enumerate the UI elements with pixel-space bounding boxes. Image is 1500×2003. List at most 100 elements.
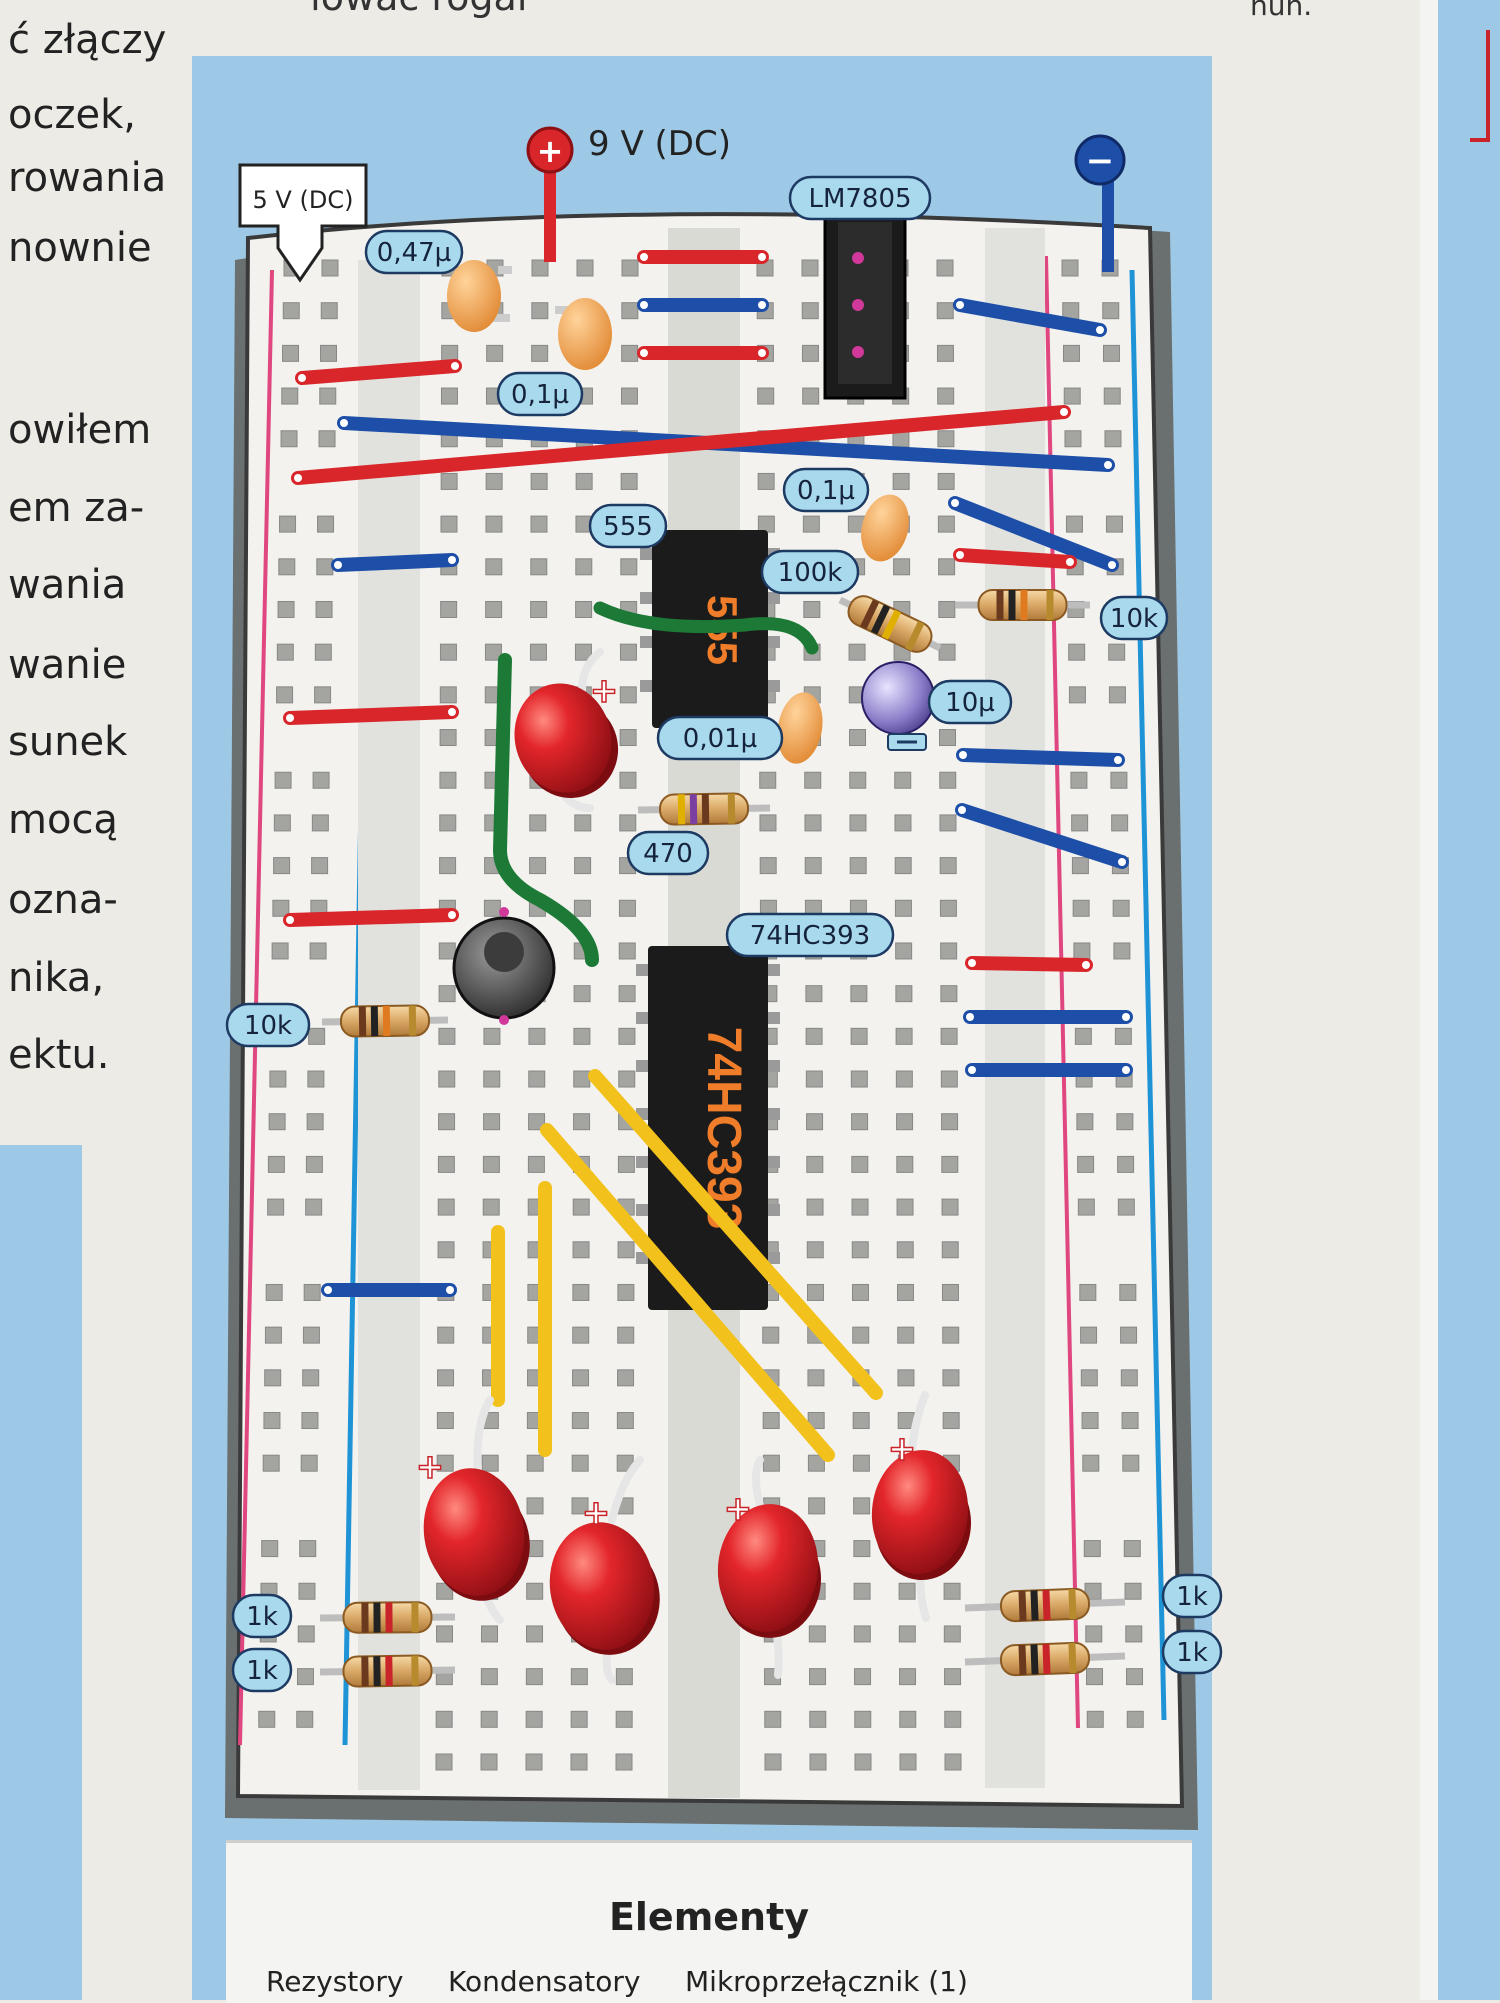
hole	[808, 1625, 826, 1643]
blue-wire	[331, 553, 459, 572]
hole	[531, 259, 549, 277]
hole	[618, 985, 636, 1003]
wire-end	[448, 911, 456, 919]
hole	[936, 259, 954, 277]
hole	[764, 1710, 782, 1728]
hole	[297, 1625, 315, 1643]
hole	[854, 1710, 872, 1728]
hole	[299, 1540, 317, 1558]
hole	[575, 558, 593, 576]
hole	[1071, 857, 1089, 875]
resistor	[319, 1654, 456, 1688]
hole	[853, 1582, 871, 1600]
hole	[1064, 430, 1082, 448]
hole	[318, 430, 336, 448]
hole	[312, 771, 330, 789]
label-pill	[225, 1002, 311, 1048]
hole	[941, 1283, 959, 1301]
hole	[1080, 1369, 1098, 1387]
ic-pin	[768, 1012, 780, 1024]
hole	[570, 1710, 588, 1728]
hole	[938, 643, 956, 661]
regulator-pin	[852, 252, 864, 264]
hole	[617, 1241, 635, 1259]
hole	[320, 344, 338, 362]
pot-pin	[499, 907, 509, 917]
text-line: nika,	[8, 955, 105, 1001]
red-led: +	[514, 648, 619, 812]
hole	[307, 1070, 325, 1088]
resistor-band	[1068, 1588, 1077, 1620]
hole	[806, 1241, 824, 1259]
hole	[440, 387, 458, 405]
hole	[574, 857, 592, 875]
hole	[942, 1369, 960, 1387]
hole	[804, 857, 822, 875]
hole	[940, 1070, 958, 1088]
label-text: 100k	[778, 558, 843, 588]
ic-pin	[768, 592, 780, 604]
hole	[437, 1369, 455, 1387]
wire-end	[298, 374, 306, 382]
hole	[1120, 1326, 1138, 1344]
resistor-1k-label: 1k	[231, 1593, 293, 1639]
wire-end	[1066, 558, 1074, 566]
hole	[265, 1283, 283, 1301]
ic-pin	[636, 1156, 648, 1168]
lm7805-label: LM7805	[788, 175, 932, 221]
led-dome	[717, 1504, 819, 1632]
hole	[942, 1412, 960, 1430]
red-wire	[965, 956, 1093, 972]
hole	[804, 814, 822, 832]
hole	[620, 558, 638, 576]
hole	[573, 899, 591, 917]
hole	[1068, 643, 1086, 661]
hole	[276, 686, 294, 704]
red-wire	[295, 359, 462, 385]
hole	[850, 985, 868, 1003]
wire-end	[294, 474, 302, 482]
hole	[573, 985, 591, 1003]
hole	[759, 857, 777, 875]
red-wire	[283, 908, 459, 927]
hole	[896, 1241, 914, 1259]
component-labels: LM78050,47µ0,1µ0,1µ555100k10k10µ0,01µ470…	[225, 175, 1223, 1693]
hole	[308, 1027, 326, 1045]
led-dome	[514, 683, 612, 793]
hole	[852, 1326, 870, 1344]
hole	[895, 942, 913, 960]
hole	[807, 1369, 825, 1387]
label-pill	[1099, 595, 1169, 641]
minus-terminal: −	[1074, 134, 1126, 272]
wire-end	[324, 1286, 332, 1294]
hole	[896, 1198, 914, 1216]
hole	[1071, 814, 1089, 832]
hole	[1070, 771, 1088, 789]
text-line: oczek,	[8, 92, 136, 138]
ic-pin	[768, 680, 780, 692]
hole	[273, 814, 291, 832]
label-text: 0,47µ	[377, 238, 451, 268]
led-leg	[578, 648, 604, 694]
hole	[483, 1027, 501, 1045]
resistor-band	[1030, 1590, 1039, 1621]
hole	[1120, 1369, 1138, 1387]
text-line: owiłem	[8, 407, 152, 453]
hole	[319, 387, 337, 405]
hole	[316, 558, 334, 576]
hole	[528, 1070, 546, 1088]
hole	[267, 1198, 285, 1216]
ic-555-label: 555	[588, 503, 668, 549]
potentiometer-knob	[484, 932, 524, 972]
hole	[483, 1113, 501, 1131]
wire-end	[286, 916, 294, 924]
hole	[1063, 387, 1081, 405]
hole	[526, 1625, 544, 1643]
5v-label: 5 V (DC)	[253, 186, 354, 214]
wire-end	[451, 362, 459, 370]
resistor-band	[1046, 590, 1054, 620]
hole	[439, 857, 457, 875]
hole	[1083, 1540, 1101, 1558]
hole	[850, 1070, 868, 1088]
